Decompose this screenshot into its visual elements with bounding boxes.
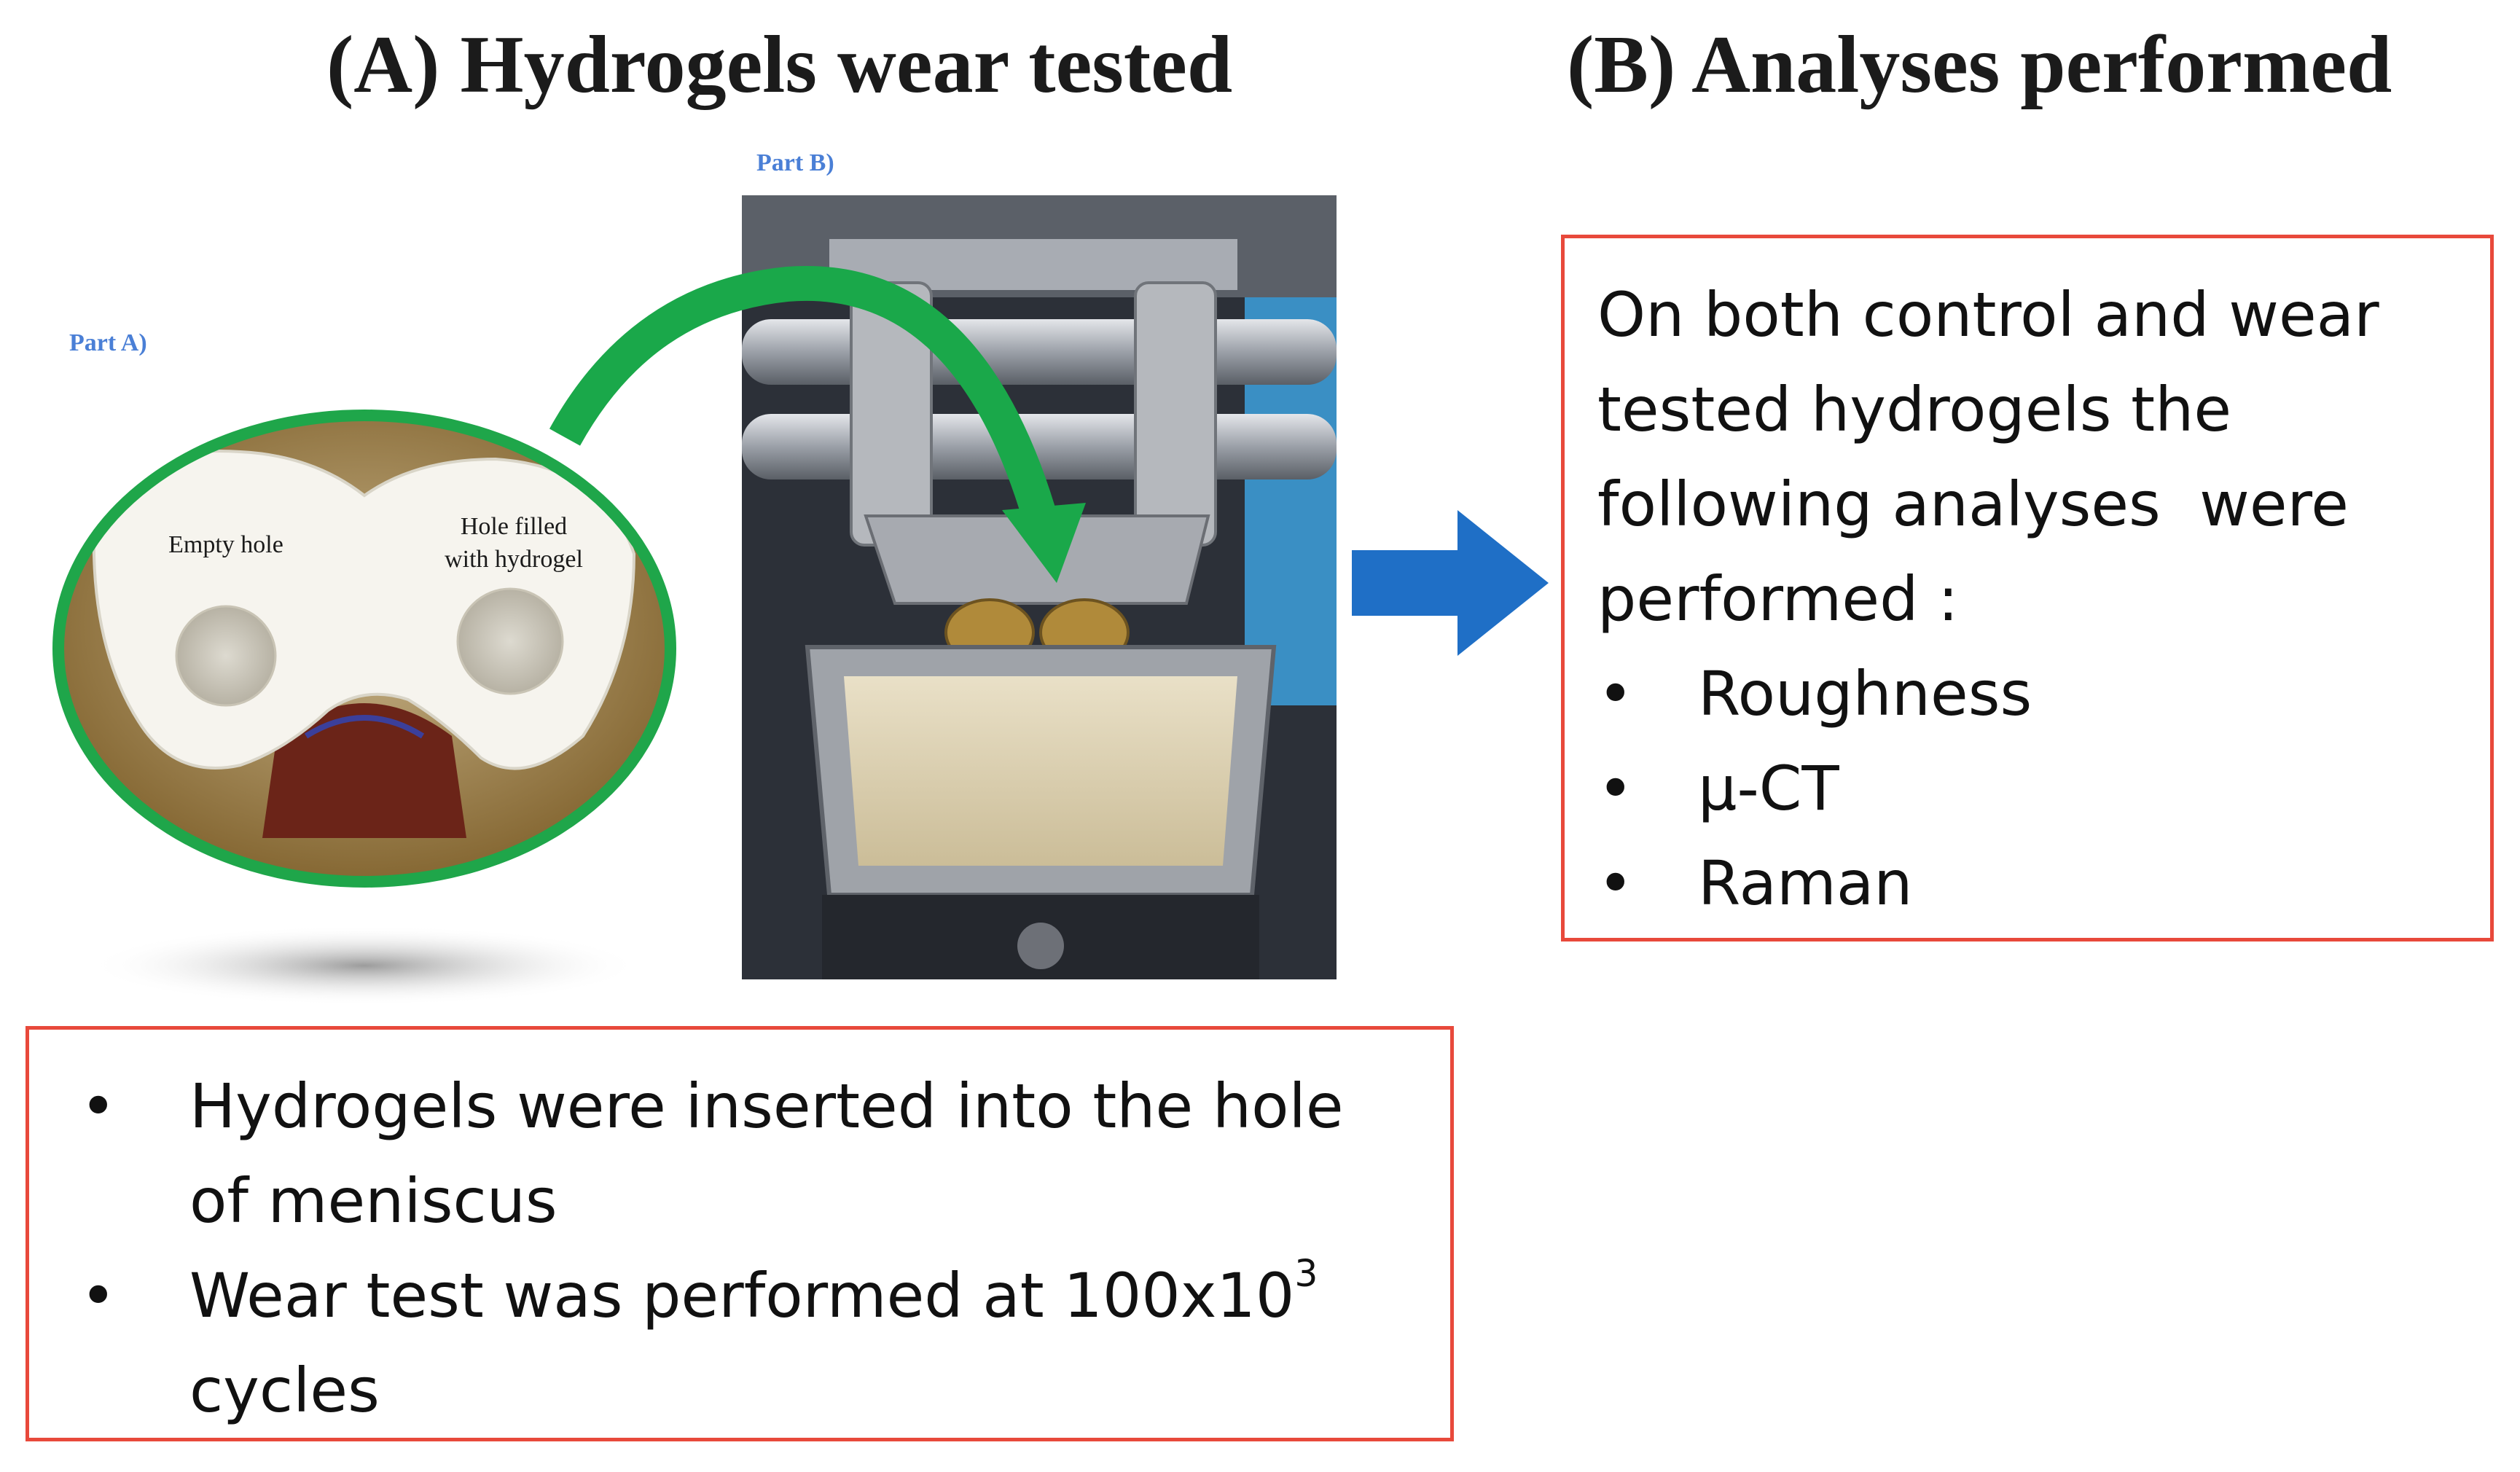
bullet: • [80,1260,117,1331]
hydrogel-hole [456,587,564,695]
analyses-intro-line-1: On both control and wear [1597,279,2379,351]
filled-hole-label-line1: Hole filled [461,513,567,540]
empty-hole [175,605,277,707]
filled-hole-label-line2: with hydrogel [445,546,583,573]
analysis-roughness: Roughness [1698,658,2032,729]
analysis-raman: Raman [1698,847,1913,919]
part-a-label: Part A) [69,329,147,356]
analyses-box: On both control and wear tested hydrogel… [1561,235,2494,941]
wear-tester-photo [742,195,1337,979]
analysis-micro-ct: µ-CT [1698,753,1839,824]
meniscus-photo: Empty hole Hole filled with hydrogel [52,410,676,1006]
procedure-step-2-text: Wear test was performed at 100x10 [189,1260,1295,1331]
bullet: • [1597,847,1634,919]
procedure-step-2-line-2: cycles [189,1355,380,1426]
analyses-intro-line-3: following analyses were [1597,469,2349,540]
analyses-intro-line-4: performed : [1597,563,1959,635]
procedure-box: • Hydrogels were inserted into the hole … [26,1026,1454,1441]
bullet: • [1597,658,1634,729]
procedure-step-1-line-1: Hydrogels were inserted into the hole [189,1070,1344,1142]
empty-hole-label: Empty hole [168,531,283,558]
list-item: • Hydrogels were inserted into the hole … [58,1059,1428,1248]
procedure-step-1-line-2: of meniscus [189,1165,557,1237]
panel-b-title: (B) Analyses performed [1567,20,2392,110]
photo-shadow [87,925,641,1006]
procedure-list: • Hydrogels were inserted into the hole … [58,1059,1428,1438]
part-b-label: Part B) [756,149,834,176]
list-item: • µ-CT [1597,741,2468,836]
procedure-step-2-line-1: Wear test was performed at 100x103 [189,1248,1428,1343]
analyses-list: • Roughness • µ-CT • Raman [1597,646,2468,931]
analyses-intro-line-2: tested hydrogels the [1597,374,2232,445]
bullet: • [1597,753,1634,824]
panel-a-title: (A) Hydrogels wear tested [326,20,1233,110]
list-item: • Wear test was performed at 100x103 cyc… [58,1248,1428,1438]
process-arrow-icon [1352,510,1549,656]
list-item: • Roughness [1597,646,2468,741]
list-item: • Raman [1597,836,2468,931]
exponent: 3 [1294,1252,1318,1295]
green-ellipse-frame [52,410,676,888]
bullet: • [80,1070,117,1142]
